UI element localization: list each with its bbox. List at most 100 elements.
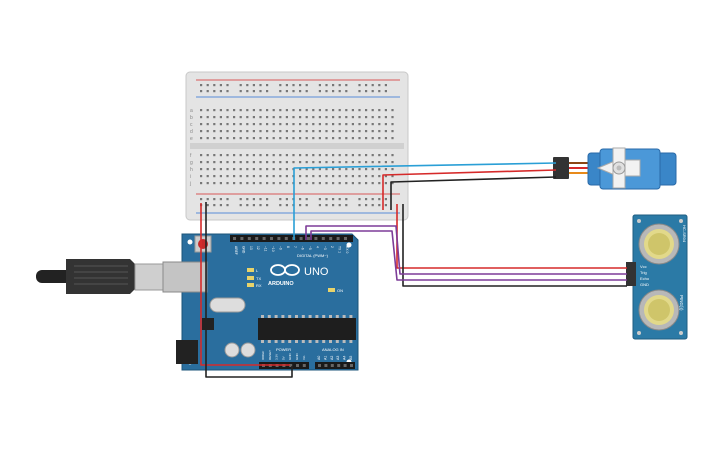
servo-connector xyxy=(553,157,569,179)
wire-servo-signal[interactable] xyxy=(293,162,557,240)
wire-sensor-trig[interactable] xyxy=(305,225,627,275)
terminal-hole xyxy=(305,168,308,171)
terminal-hole xyxy=(259,154,262,157)
digital-pin[interactable] xyxy=(344,237,347,240)
terminal-hole xyxy=(246,154,249,157)
chip-leg xyxy=(295,315,298,318)
usb-plug-body xyxy=(66,259,135,294)
analog-pin[interactable] xyxy=(337,364,341,367)
rail-hole xyxy=(358,90,361,93)
chip-leg xyxy=(281,315,285,318)
transducer-bottom xyxy=(638,289,680,331)
row-letter: c xyxy=(190,122,193,128)
digital-pin[interactable] xyxy=(247,237,251,240)
terminal-hole xyxy=(213,123,216,126)
terminal-hole xyxy=(351,123,354,126)
digital-pin[interactable] xyxy=(329,237,333,240)
digital-pin[interactable] xyxy=(262,237,266,240)
terminal-hole xyxy=(200,109,203,112)
terminal-hole xyxy=(384,123,387,126)
wire-servo-power[interactable] xyxy=(382,169,557,210)
terminal-hole xyxy=(378,109,381,112)
digital-pin[interactable] xyxy=(240,237,244,240)
rail-hole xyxy=(285,90,288,93)
power-pin[interactable] xyxy=(296,364,299,367)
rail-hole xyxy=(365,90,368,93)
terminal-hole xyxy=(213,154,216,157)
analog-pin[interactable] xyxy=(324,364,328,367)
chip-leg xyxy=(261,315,264,318)
rail-hole xyxy=(371,198,374,201)
terminal-hole xyxy=(239,130,242,133)
chip-leg xyxy=(274,315,278,318)
terminal-hole xyxy=(365,182,368,185)
terminal-hole xyxy=(246,116,249,119)
wire-sensor-vcc[interactable] xyxy=(396,204,627,269)
sensor-pin-labels: Vcc Trig Echo GND xyxy=(640,264,650,287)
terminal-hole xyxy=(285,123,288,126)
analog-pin[interactable] xyxy=(343,364,347,367)
terminal-hole xyxy=(365,130,368,133)
terminal-hole xyxy=(266,137,269,140)
transducer-top xyxy=(638,223,680,265)
digital-pin[interactable] xyxy=(284,237,288,240)
terminal-hole xyxy=(384,109,387,112)
terminal-hole xyxy=(299,130,302,133)
terminal-hole xyxy=(233,175,236,178)
terminal-hole xyxy=(351,168,354,171)
led-label: TX xyxy=(256,276,261,281)
digital-pin[interactable] xyxy=(307,237,310,240)
digital-pin[interactable] xyxy=(270,237,273,240)
digital-pin[interactable] xyxy=(314,237,318,240)
rail-hole xyxy=(378,198,381,201)
digital-pin[interactable] xyxy=(336,237,340,240)
terminal-hole xyxy=(345,130,348,133)
servo-motor[interactable] xyxy=(553,147,677,190)
terminal-hole xyxy=(246,161,249,164)
wire-gnd[interactable] xyxy=(205,202,293,378)
wire-servo-ground[interactable] xyxy=(390,176,557,210)
rail-hole xyxy=(325,90,328,93)
terminal-hole xyxy=(206,175,209,178)
terminal-hole xyxy=(378,116,381,119)
wire-5v[interactable] xyxy=(200,244,290,366)
chip-leg xyxy=(288,315,292,318)
terminal-hole xyxy=(351,154,354,157)
terminal-hole xyxy=(233,109,236,112)
terminal-hole xyxy=(206,154,209,157)
terminal-hole xyxy=(239,109,242,112)
ultrasonic-sensor[interactable]: Vcc Trig Echo GND PING))) HC-SR04 xyxy=(626,214,688,340)
terminal-hole xyxy=(325,175,328,178)
chip-leg xyxy=(308,340,312,343)
power-pin[interactable] xyxy=(302,364,306,367)
terminal-hole xyxy=(332,109,335,112)
wire-sensor-echo[interactable] xyxy=(310,230,627,281)
terminal-hole xyxy=(226,182,229,185)
digital-pin[interactable] xyxy=(299,237,303,240)
digital-pin[interactable] xyxy=(321,237,325,240)
terminal-hole xyxy=(219,161,222,164)
terminal-hole xyxy=(239,175,242,178)
terminal-hole xyxy=(338,116,341,119)
terminal-hole xyxy=(246,175,249,178)
analog-pin[interactable] xyxy=(330,364,334,367)
power-pin[interactable] xyxy=(289,364,293,367)
analog-pin[interactable] xyxy=(318,364,321,367)
terminal-hole xyxy=(365,168,368,171)
digital-pin[interactable] xyxy=(277,237,281,240)
terminal-hole xyxy=(226,154,229,157)
terminal-hole xyxy=(318,154,321,157)
terminal-hole xyxy=(219,130,222,133)
digital-pin[interactable] xyxy=(255,237,259,240)
terminal-hole xyxy=(332,182,335,185)
terminal-hole xyxy=(338,109,341,112)
terminal-hole xyxy=(246,109,249,112)
terminal-hole xyxy=(305,109,308,112)
terminal-hole xyxy=(312,175,315,178)
digital-pin[interactable] xyxy=(233,237,236,240)
analog-pin[interactable] xyxy=(350,364,353,367)
wire-sensor-gnd[interactable] xyxy=(402,204,627,287)
sensor-pin-label: Trig xyxy=(640,270,647,275)
terminal-hole xyxy=(378,175,381,178)
